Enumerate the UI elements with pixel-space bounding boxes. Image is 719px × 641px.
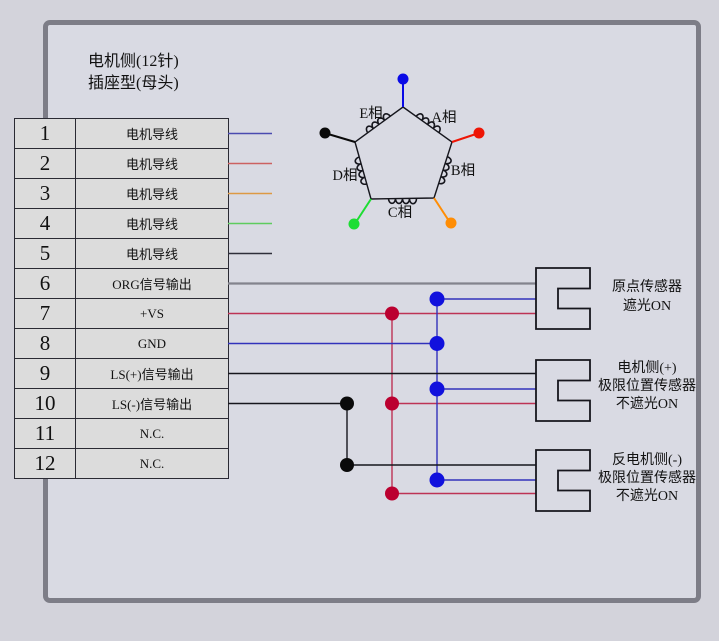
table-row: 3 电机导线	[15, 179, 228, 209]
phase-label-e: E相	[359, 105, 382, 122]
plus-limit-sensor-symbol	[535, 359, 591, 422]
gnd-junction-dot	[429, 381, 445, 397]
connector-title-line2: 插座型(母头)	[88, 75, 179, 92]
coil-phase-a	[415, 113, 441, 134]
coil-phase-d	[354, 156, 368, 186]
terminal-dot-blue	[397, 73, 409, 85]
pin-label: 电机导线	[125, 217, 178, 232]
origin-sensor-symbol	[535, 267, 591, 330]
ls-minus-wires	[228, 402, 536, 466]
phase-label-a: A相	[432, 109, 457, 126]
minus-limit-sensor-label-line1: 反电机侧(-)	[612, 453, 682, 468]
table-row: 4 电机导线	[15, 209, 228, 239]
pin-number: 9	[15, 359, 76, 388]
pin-label: 电机导线	[125, 247, 178, 262]
pin-label: +VS	[140, 305, 164, 321]
pin-label: N.C.	[139, 425, 165, 441]
phase-label-b: B相	[451, 162, 475, 179]
minus-limit-sensor-label-line2: 极限位置传感器	[598, 471, 696, 486]
coil-phase-e	[365, 112, 391, 134]
plus-limit-sensor-label: 电机侧(+) 极限位置传感器 不遮光ON	[592, 360, 702, 414]
coil-phase-c	[387, 198, 418, 205]
pin-label: N.C.	[139, 455, 165, 471]
pin-table: 1 电机导线 2 电机导线 3 电机导线 4 电机导线 5 电机导线 6 ORG信号输出 7…	[14, 118, 229, 479]
table-row: 12 N.C.	[15, 449, 228, 478]
pin-number: 7	[15, 299, 76, 328]
terminal-wire-black	[327, 133, 356, 143]
pin-label: 电机导线	[125, 127, 178, 142]
pin-label: 电机导线	[125, 157, 178, 172]
origin-sensor-label: 原点传感器 遮光ON	[592, 278, 702, 316]
pin-number: 5	[15, 239, 76, 268]
table-row: 9 LS(+)信号输出	[15, 359, 228, 389]
terminal-wire-orange	[433, 197, 450, 222]
pin-number: 6	[15, 269, 76, 298]
gnd-wires	[228, 298, 536, 481]
table-row: 2 电机导线	[15, 149, 228, 179]
table-row: 6 ORG信号输出	[15, 269, 228, 299]
terminal-wire-red	[451, 133, 477, 143]
terminal-dot-red	[473, 127, 485, 139]
minus-limit-sensor-symbol	[535, 449, 591, 512]
pin-number: 4	[15, 209, 76, 238]
plus-limit-sensor-label-line2: 极限位置传感器	[598, 379, 696, 394]
motor-lead-stubs	[228, 132, 272, 255]
ls-minus-junction-dot	[340, 396, 354, 411]
connector-title-line1: 电机侧(12针)	[88, 53, 179, 70]
terminal-dot-green	[348, 218, 360, 230]
gnd-junction-dot	[429, 472, 445, 488]
pin-number: 8	[15, 329, 76, 358]
pentagon-winding-diagram: E相 A相 B相 D相 C相	[319, 73, 485, 230]
minus-limit-sensor-label-line3: 不遮光ON	[615, 489, 679, 504]
pin-number: 2	[15, 149, 76, 178]
table-row: 7 +VS	[15, 299, 228, 329]
pin-number: 10	[15, 389, 76, 418]
minus-limit-sensor-label: 反电机侧(-) 极限位置传感器 不遮光ON	[592, 452, 702, 506]
pin-label: LS(-)信号输出	[111, 397, 193, 412]
table-row: 5 电机导线	[15, 239, 228, 269]
pin-label: 电机导线	[125, 187, 178, 202]
terminal-dot-orange	[445, 217, 457, 229]
table-row: 1 电机导线	[15, 119, 228, 149]
gnd-junction-dot	[429, 291, 445, 307]
phase-label-c: C相	[388, 204, 412, 221]
gnd-junction-dot	[429, 336, 445, 351]
pin-number: 11	[15, 419, 76, 448]
table-row: 8 GND	[15, 329, 228, 359]
pin-label: ORG信号输出	[112, 277, 192, 292]
terminal-dot-black	[319, 127, 331, 139]
vs-junction-dot	[385, 396, 399, 411]
pin-number: 3	[15, 179, 76, 208]
pin-label: LS(+)信号输出	[110, 367, 194, 382]
table-row: 10 LS(-)信号输出	[15, 389, 228, 419]
table-row: 11 N.C.	[15, 419, 228, 449]
plus-limit-sensor-label-line1: 电机侧(+)	[617, 361, 677, 376]
terminal-wire-green	[355, 198, 372, 223]
vs-junction-dot	[385, 486, 399, 501]
origin-sensor-label-line1: 原点传感器	[612, 280, 682, 295]
ls-minus-junction-dot	[340, 458, 354, 472]
pin-number: 1	[15, 119, 76, 148]
origin-sensor-label-line2: 遮光ON	[622, 299, 672, 314]
vs-junction-dot	[385, 306, 399, 321]
pin-label: GND	[137, 335, 167, 351]
plus-limit-sensor-label-line3: 不遮光ON	[615, 397, 679, 412]
pin-number: 12	[15, 449, 76, 478]
phase-label-d: D相	[333, 167, 358, 184]
connector-title: 电机侧(12针) 插座型(母头)	[88, 51, 179, 95]
coil-phase-b	[438, 155, 452, 185]
